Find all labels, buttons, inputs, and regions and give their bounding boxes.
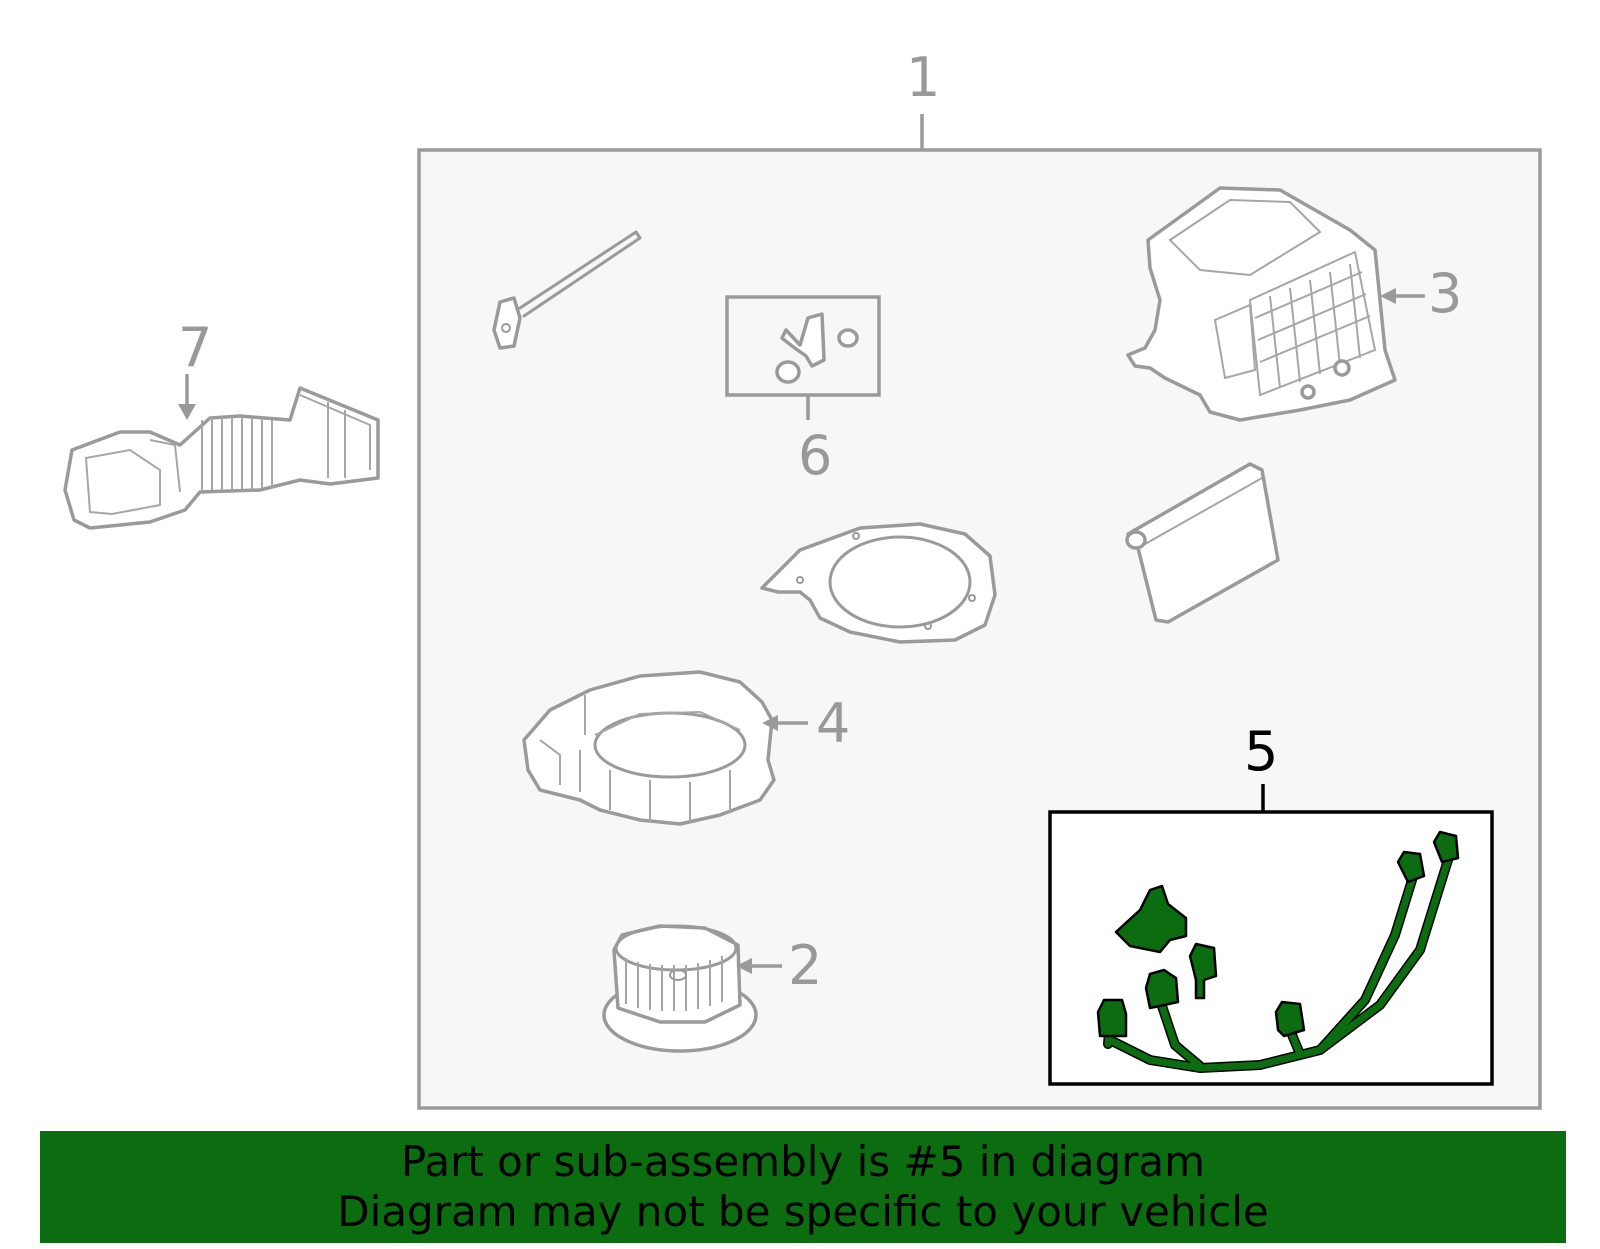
blower-case-part-3[interactable] bbox=[1126, 186, 1397, 422]
clip bbox=[1114, 884, 1188, 954]
info-banner: Part or sub-assembly is #5 in diagram Di… bbox=[40, 1131, 1566, 1243]
wiring-harness-part-5[interactable] bbox=[1048, 784, 1494, 1086]
banner-line-1: Part or sub-assembly is #5 in diagram bbox=[400, 1137, 1206, 1186]
control-rod[interactable] bbox=[492, 230, 642, 350]
callout-2[interactable]: 2 bbox=[788, 934, 822, 997]
mounting-plate[interactable] bbox=[760, 522, 997, 644]
connector bbox=[1432, 830, 1460, 864]
connector bbox=[1188, 942, 1218, 1000]
intake-duct-part-7[interactable] bbox=[63, 386, 380, 530]
connector bbox=[1274, 1000, 1306, 1038]
connector bbox=[1096, 998, 1128, 1038]
callout-7[interactable]: 7 bbox=[178, 316, 212, 379]
callout-6[interactable]: 6 bbox=[798, 424, 832, 487]
callout-4[interactable]: 4 bbox=[816, 692, 850, 755]
connector bbox=[1396, 850, 1426, 884]
connector bbox=[1144, 968, 1180, 1010]
callout-3[interactable]: 3 bbox=[1428, 262, 1462, 325]
cabin-filter[interactable] bbox=[1125, 462, 1280, 624]
callout-1[interactable]: 1 bbox=[906, 46, 940, 109]
blower-lower-case-part-4[interactable] bbox=[522, 670, 776, 826]
callout-5[interactable]: 5 bbox=[1244, 720, 1278, 783]
banner-line-2: Diagram may not be specific to your vehi… bbox=[337, 1187, 1269, 1236]
blower-motor-part-2[interactable] bbox=[602, 924, 758, 1053]
hardware-kit-part-6[interactable] bbox=[725, 295, 881, 420]
